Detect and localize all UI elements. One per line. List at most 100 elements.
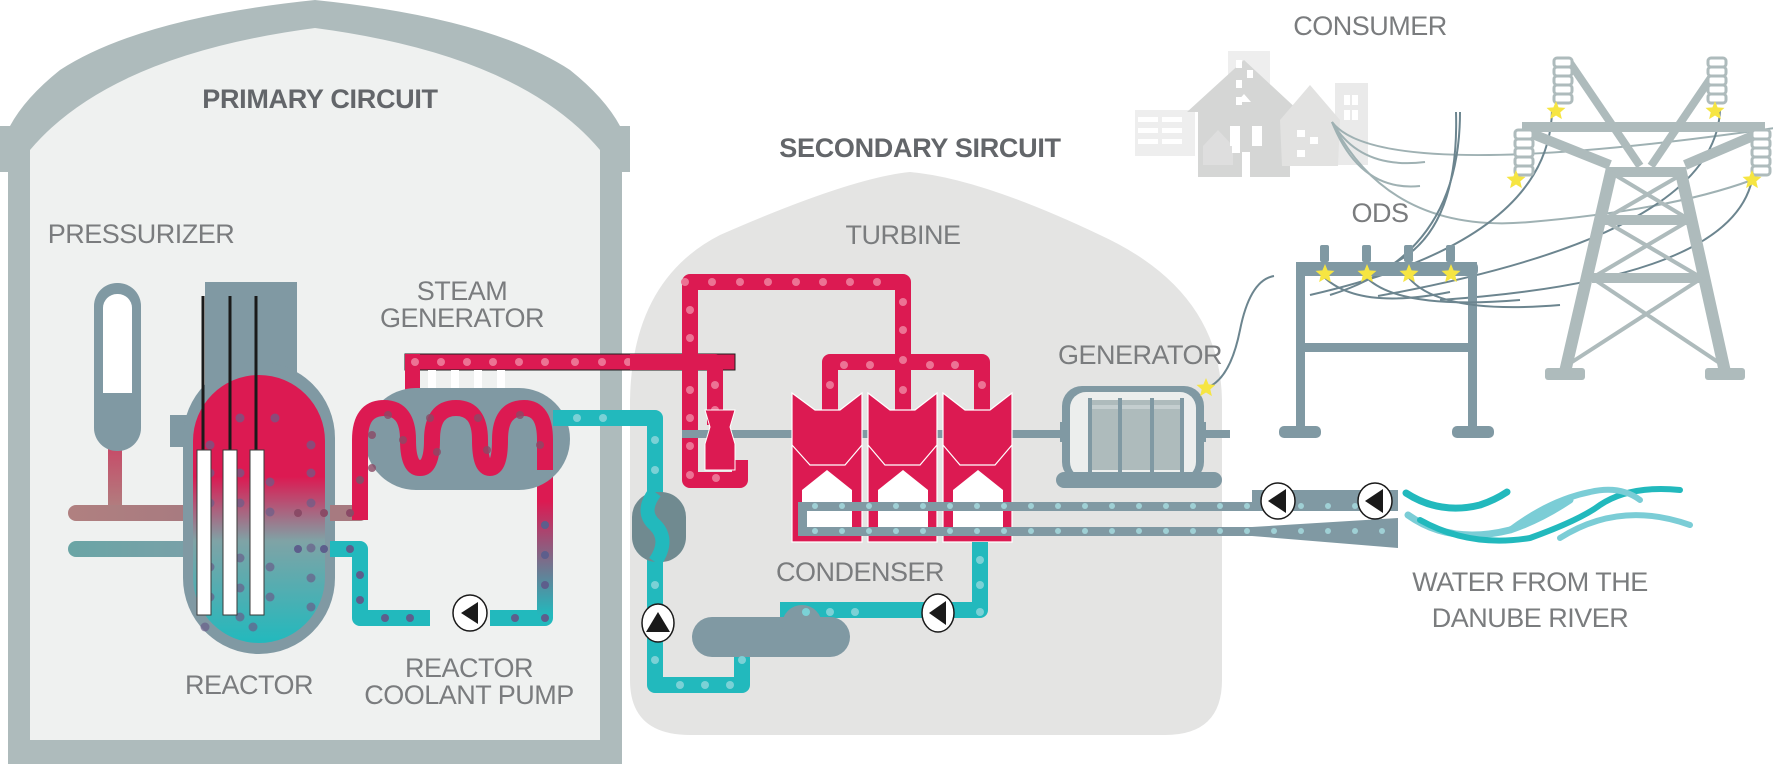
- containment-building: [0, 0, 630, 764]
- water-dot: [1163, 528, 1169, 534]
- water-dot: [812, 503, 818, 509]
- pressurizer-label: PRESSURIZER: [48, 219, 235, 249]
- river-pump: [1357, 482, 1393, 520]
- condenser-label: CONDENSER: [776, 557, 944, 587]
- water-dot: [1190, 503, 1196, 509]
- water-dot: [866, 528, 872, 534]
- water-dot: [1298, 503, 1304, 509]
- insulator: [1706, 56, 1728, 105]
- water-dot: [1352, 528, 1358, 534]
- star-icon: [1196, 378, 1216, 397]
- star-icon: [1315, 264, 1335, 283]
- hp-turbine: [704, 409, 736, 471]
- water-dot: [947, 503, 953, 509]
- water-dot: [920, 528, 926, 534]
- ods-substation: [1279, 245, 1494, 438]
- lp-turbine: [867, 391, 938, 543]
- pump-arrow-icon: [929, 601, 946, 625]
- water-dot: [1055, 528, 1061, 534]
- water-dot: [1109, 528, 1115, 534]
- water-dot: [974, 503, 980, 509]
- feedwater-dots: [573, 414, 984, 689]
- lp-turbines: [791, 391, 1013, 543]
- water-dot: [1109, 503, 1115, 509]
- transmission-tower: [1522, 57, 1765, 380]
- condensate-pump: [921, 593, 955, 633]
- secondary-circuit-title: SECONDARY SIRCUIT: [779, 133, 1061, 163]
- water-dot: [839, 528, 845, 534]
- river-pump: [1260, 482, 1296, 520]
- water-dot: [1325, 503, 1331, 509]
- water-dot: [1244, 528, 1250, 534]
- ods-wires: [1324, 277, 1561, 309]
- water-dot: [1136, 503, 1142, 509]
- water-dot: [1028, 528, 1034, 534]
- generator-label: GENERATOR: [1058, 340, 1222, 370]
- water-dot: [1217, 503, 1223, 509]
- water-dot: [1082, 503, 1088, 509]
- water-dot: [1001, 528, 1007, 534]
- water-dot: [1379, 528, 1385, 534]
- reactor-vessel: [170, 282, 335, 654]
- water-dot: [1001, 503, 1007, 509]
- feedwater-tank: [692, 605, 850, 657]
- pressurizer: [94, 283, 141, 510]
- water-source-label-line2: DANUBE RIVER: [1432, 603, 1629, 633]
- water-dot: [1244, 503, 1250, 509]
- water-dot: [812, 528, 818, 534]
- water-dot: [1136, 528, 1142, 534]
- consumer-label: CONSUMER: [1293, 11, 1447, 41]
- pump-arrow-icon: [646, 612, 670, 632]
- insulator: [1513, 128, 1535, 177]
- pump-arrow-icon: [461, 602, 478, 624]
- reactor-coolant-pump-label-line2: COOLANT PUMP: [364, 680, 574, 710]
- star-icon: [1506, 170, 1526, 189]
- star-icon: [1742, 170, 1762, 189]
- water-source-label-line1: WATER FROM THE: [1412, 567, 1648, 597]
- water-dot: [1028, 503, 1034, 509]
- water-dot: [893, 503, 899, 509]
- ods-label: ODS: [1351, 198, 1408, 228]
- water-dot: [839, 503, 845, 509]
- water-dot: [974, 528, 980, 534]
- star-icon: [1705, 101, 1725, 120]
- water-dot: [1325, 528, 1331, 534]
- water-dot: [1298, 528, 1304, 534]
- consumer-buildings: [1135, 51, 1368, 177]
- hot-leg-dots: [294, 476, 364, 517]
- water-dot: [1352, 503, 1358, 509]
- reactor-label: REACTOR: [185, 670, 313, 700]
- pump-arrow-icon: [1365, 489, 1383, 513]
- insulators: [1513, 56, 1772, 177]
- water-dot: [1271, 528, 1277, 534]
- water-dot: [893, 528, 899, 534]
- water-dot: [1055, 503, 1061, 509]
- water-dot: [920, 503, 926, 509]
- turbine-label: TURBINE: [845, 220, 960, 250]
- control-rods: [196, 296, 265, 616]
- pump-arrow-icon: [1268, 489, 1286, 513]
- reactor-coolant-pump: [452, 594, 488, 632]
- water-dot: [1082, 528, 1088, 534]
- water-dot: [1163, 503, 1169, 509]
- reactor-coolant-pump-label-line1: REACTOR: [405, 653, 533, 683]
- water-dot: [866, 503, 872, 509]
- water-dot: [947, 528, 953, 534]
- star-icon: [1357, 264, 1377, 283]
- cold-leg-dots: [294, 521, 549, 622]
- star-icon: [1441, 264, 1461, 283]
- star-icon: [1399, 264, 1419, 283]
- lp-turbine: [942, 391, 1013, 543]
- primary-circuit-title: PRIMARY CIRCUIT: [202, 84, 438, 114]
- cold-leg-pipe: [68, 541, 198, 557]
- connection-stars: [1196, 101, 1762, 397]
- insulator: [1750, 128, 1772, 177]
- steam-generator-label-line1: STEAM: [417, 276, 508, 306]
- water-dot: [1190, 528, 1196, 534]
- electric-generator: [1056, 386, 1222, 488]
- star-icon: [1546, 101, 1566, 120]
- feedwater-pump: [641, 603, 675, 643]
- steam-generator-label-line2: GENERATOR: [380, 303, 544, 333]
- hot-leg-pipe: [68, 505, 198, 521]
